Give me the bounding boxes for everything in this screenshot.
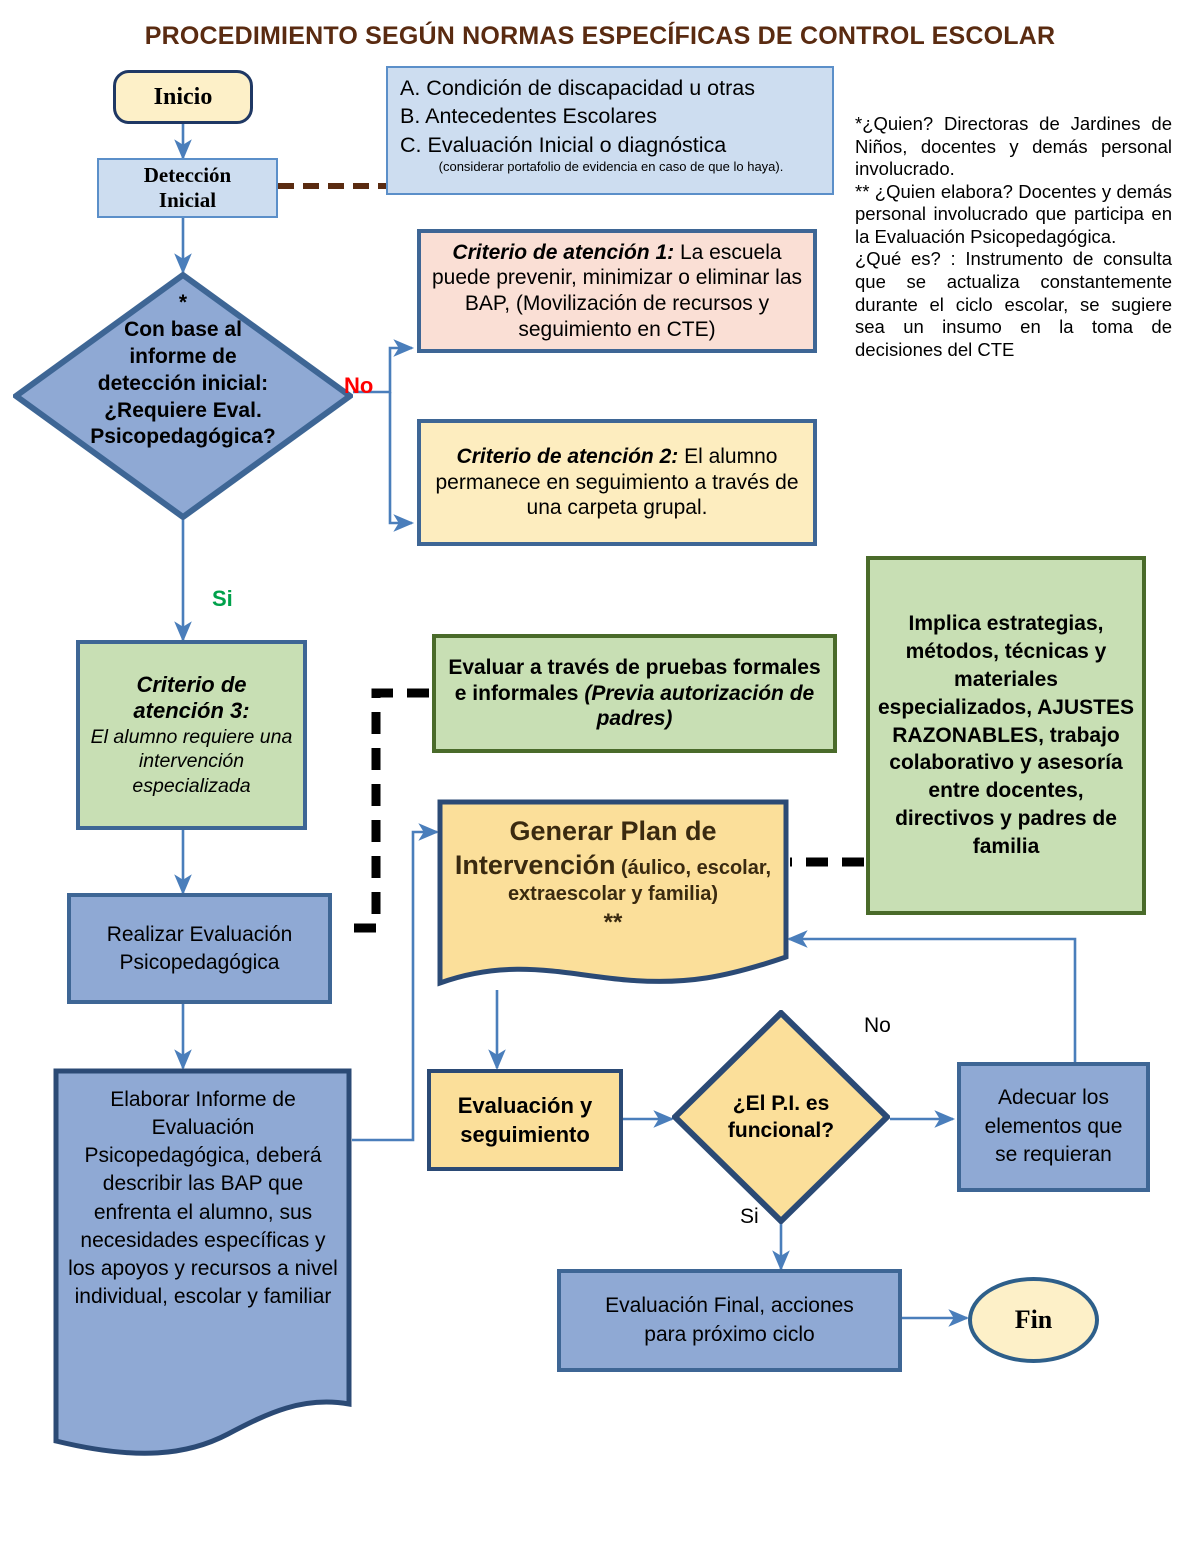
generar-plan-stars: **	[603, 909, 623, 937]
node-decision-pi-funcional[interactable]	[670, 1008, 892, 1226]
node-fin[interactable]: Fin	[968, 1277, 1099, 1363]
generar-plan-big: Generar Plan de Intervención	[454, 816, 717, 881]
decision-1-line5: Psicopedagógica?	[90, 425, 276, 449]
node-decision-requiere-evaluacion[interactable]	[10, 271, 356, 521]
evaluacion-final-line1: Evaluación Final, acciones	[605, 1293, 854, 1317]
lista-abc-note: (considerar portafolio de evidencia en c…	[438, 159, 784, 175]
evaluacion-seguimiento-line2: seguimiento	[460, 1122, 590, 1147]
node-fin-label: Fin	[1014, 1305, 1053, 1334]
decision-1-line4: ¿Requiere Eval.	[104, 398, 262, 422]
node-inicio-label: Inicio	[153, 83, 213, 110]
criterio-3-bold2: atención 3:	[133, 698, 250, 724]
adecuar-line3: se requieran	[995, 1143, 1112, 1167]
node-realizar-evaluacion[interactable]: Realizar Evaluación Psicopedagógica	[67, 893, 332, 1004]
lista-abc-b: B. Antecedentes Escolares	[400, 104, 657, 129]
adecuar-line1: Adecuar los	[998, 1086, 1109, 1110]
decision-1-line2: informe de	[129, 344, 237, 368]
criterio-1-bold: Criterio de atención 1:	[452, 240, 675, 264]
decision-1-asterisk: *	[178, 291, 188, 314]
implica-text: Implica estrategias, métodos, técnicas y…	[878, 611, 1134, 859]
node-evaluar-pruebas: Evaluar a través de pruebas formales e i…	[432, 634, 837, 753]
evaluar-pruebas-bold: Evaluar a través de pruebas formales e i…	[448, 656, 821, 705]
nota-lateral-p2: ** ¿Quien elabora? Docentes y demás pers…	[855, 180, 1172, 247]
lista-abc-c: C. Evaluación Inicial o diagnóstica	[400, 132, 727, 157]
edge-label-si-plain: Si	[740, 1205, 759, 1228]
node-deteccion-inicial-line2: Inicial	[158, 188, 217, 212]
criterio-3-rest: El alumno requiere una intervención espe…	[90, 725, 293, 797]
node-criterio-atencion-3: Criterio de atención 3: El alumno requie…	[76, 640, 307, 830]
evaluacion-seguimiento-line1: Evaluación y	[457, 1092, 593, 1118]
criterio-2-bold: Criterio de atención 2:	[456, 445, 679, 469]
node-evaluacion-seguimiento[interactable]: Evaluación y seguimiento	[427, 1069, 623, 1171]
node-implica-estrategias: Implica estrategias, métodos, técnicas y…	[866, 556, 1146, 915]
node-criterio-atencion-1: Criterio de atención 1: La escuela puede…	[417, 229, 817, 353]
decision-1-line3: detección inicial:	[97, 371, 269, 395]
nota-lateral-p3: ¿Qué es? : Instrumento de consulta que s…	[855, 248, 1172, 360]
evaluacion-final-line2: para próximo ciclo	[644, 1322, 815, 1346]
node-generar-plan[interactable]	[437, 799, 789, 990]
realizar-eval-line1: Realizar Evaluación	[106, 922, 293, 946]
edge-label-no-plain: No	[864, 1014, 891, 1037]
criterio-3-bold1: Criterio de	[136, 672, 247, 698]
criterio-1-rest: La escuela puede prevenir, minimizar o e…	[432, 240, 802, 341]
node-lista-abc: A. Condición de discapacidad u otras B. …	[386, 66, 834, 195]
nota-lateral-p1: *¿Quien? Directoras de Jardines de Niños…	[855, 113, 1172, 180]
page-title: PROCEDIMIENTO SEGÚN NORMAS ESPECÍFICAS D…	[144, 22, 1056, 50]
edge-label-no-red: No	[344, 373, 374, 398]
generar-plan-small: (áulico, escolar, extraescolar y familia…	[507, 857, 772, 906]
adecuar-line2: elementos que	[984, 1114, 1123, 1138]
node-criterio-atencion-2: Criterio de atención 2: El alumno perman…	[417, 419, 817, 546]
lista-abc-a: A. Condición de discapacidad u otras	[400, 76, 755, 100]
criterio-2-rest: El alumno permanece en seguimiento a tra…	[435, 445, 799, 520]
node-elaborar-informe-text: Elaborar Informe de Evaluación Psicopeda…	[60, 1076, 346, 1396]
node-adecuar-elementos[interactable]: Adecuar los elementos que se requieran	[957, 1062, 1150, 1192]
node-decision-requiere-evaluacion-text: * Con base al informe de detección inici…	[23, 282, 343, 510]
evaluar-pruebas-italic: (Previa autorización de padres)	[584, 681, 815, 731]
decision-1-line1: Con base al	[124, 317, 242, 341]
node-generar-plan-text: Generar Plan de Intervención (áulico, es…	[443, 805, 783, 955]
elaborar-informe-text: Elaborar Informe de Evaluación Psicopeda…	[68, 1088, 338, 1308]
node-decision-pi-funcional-text: ¿El P.I. es funcional?	[672, 1010, 890, 1224]
decision-2-line2: funcional?	[727, 1119, 835, 1142]
node-deteccion-inicial-line1: Detección	[143, 163, 232, 187]
edge-label-si-green: Si	[212, 586, 233, 611]
node-inicio[interactable]: Inicio	[113, 70, 253, 124]
nota-lateral: *¿Quien? Directoras de Jardines de Niños…	[855, 113, 1172, 361]
decision-2-line1: ¿El P.I. es	[732, 1091, 830, 1115]
node-elaborar-informe[interactable]	[53, 1068, 352, 1456]
node-deteccion-inicial[interactable]: Detección Inicial	[97, 158, 278, 218]
node-evaluacion-final[interactable]: Evaluación Final, acciones para próximo …	[557, 1269, 902, 1372]
realizar-eval-line2: Psicopedagógica	[119, 950, 280, 974]
